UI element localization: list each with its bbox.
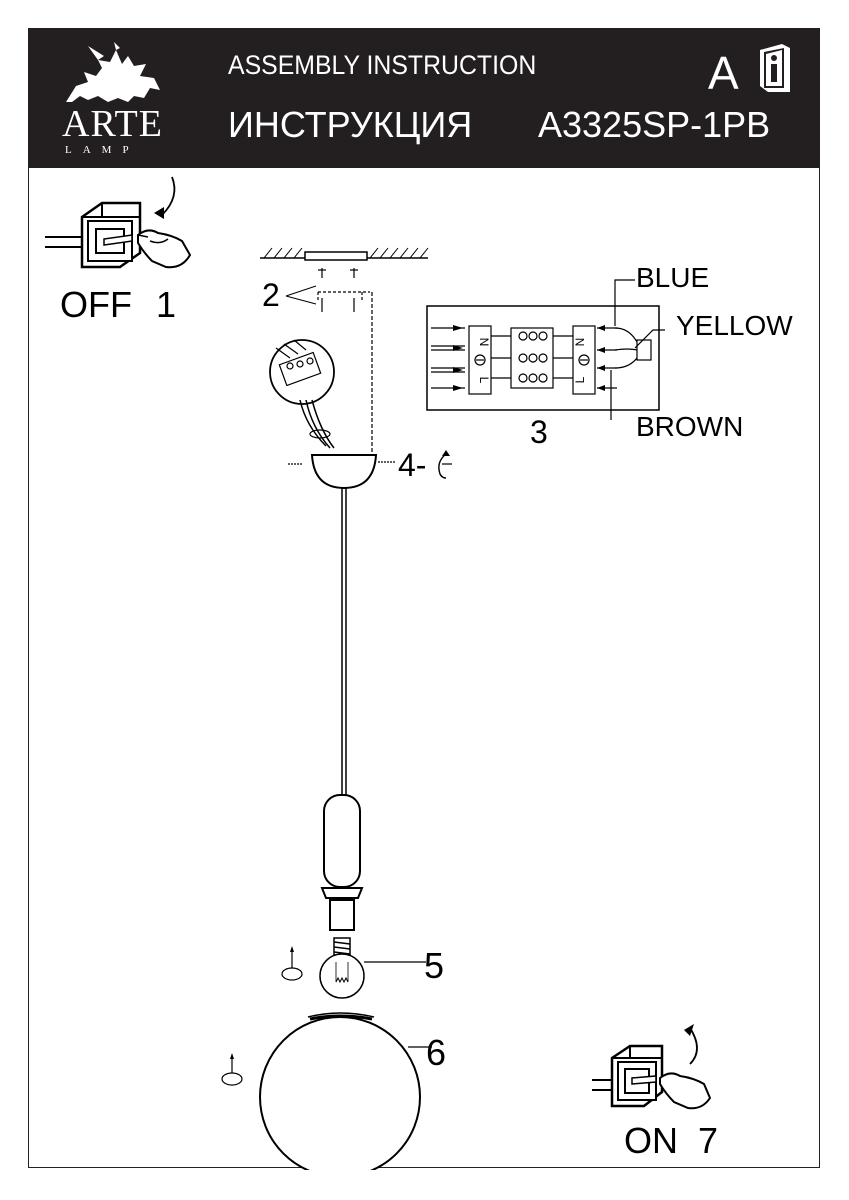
- wire-blue-label: BLUE: [636, 262, 710, 293]
- step7-label: ON: [624, 1120, 678, 1161]
- step7-number: 7: [698, 1120, 719, 1161]
- title-russian: ИНСТРУКЦИЯ: [228, 104, 473, 145]
- svg-text:L: L: [477, 377, 491, 384]
- title-english: ASSEMBLY INSTRUCTION: [228, 50, 537, 80]
- model-number: A3325SP-1PB: [538, 104, 771, 145]
- step2-number: 2: [262, 277, 280, 313]
- brand-name: ARTE: [62, 103, 163, 145]
- wire-yellow-label: YELLOW: [676, 310, 793, 341]
- rotate-cw-icon: [438, 450, 452, 479]
- wire-brown-label: BROWN: [636, 411, 744, 442]
- svg-text:N: N: [477, 338, 491, 347]
- switch-off-illustration: [45, 176, 192, 269]
- wiring-diagram: N L N L: [426, 279, 665, 420]
- svg-text:N: N: [573, 338, 587, 347]
- griffin-logo-icon: [66, 42, 160, 102]
- header-band: ARTE LAMP ASSEMBLY INSTRUCTION ИНСТРУКЦИ…: [28, 28, 820, 168]
- svg-text:L: L: [573, 376, 587, 383]
- info-book-icon: [760, 44, 790, 92]
- step4-number: 4-: [398, 447, 427, 483]
- step5-number: 5: [424, 945, 445, 986]
- section-letter: A: [708, 47, 739, 99]
- glass-globe: [221, 1012, 432, 1170]
- switch-on-illustration: [592, 1024, 712, 1110]
- brand-subtitle: LAMP: [65, 144, 140, 156]
- step3-number: 3: [530, 414, 548, 450]
- step6-number: 6: [426, 1032, 447, 1073]
- step1-number: 1: [156, 284, 177, 325]
- step1-label: OFF: [60, 284, 132, 325]
- assembly-drawing: [260, 247, 429, 999]
